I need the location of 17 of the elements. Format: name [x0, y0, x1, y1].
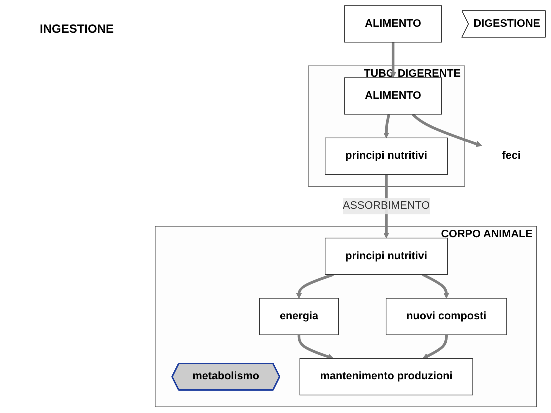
arrow — [422, 335, 448, 359]
arrow — [422, 274, 450, 299]
node-box: nuovi composti — [386, 298, 508, 336]
node-box: principi nutritivi — [325, 138, 448, 176]
node-box: ALIMENTO — [344, 78, 442, 115]
arrow — [412, 114, 482, 148]
node-box: mantenimento produzioni — [300, 358, 474, 396]
arrow — [390, 42, 396, 78]
arrow — [296, 274, 334, 299]
node-box: ALIMENTO — [344, 6, 442, 43]
edge-label: ASSORBIMENTO — [343, 200, 430, 212]
arrow — [298, 335, 334, 360]
node-box: energia — [259, 298, 340, 336]
arrow — [384, 114, 391, 138]
node-box: principi nutritivi — [325, 238, 448, 276]
section-heading: INGESTIONE — [40, 22, 114, 36]
node-text: feci — [502, 150, 521, 162]
